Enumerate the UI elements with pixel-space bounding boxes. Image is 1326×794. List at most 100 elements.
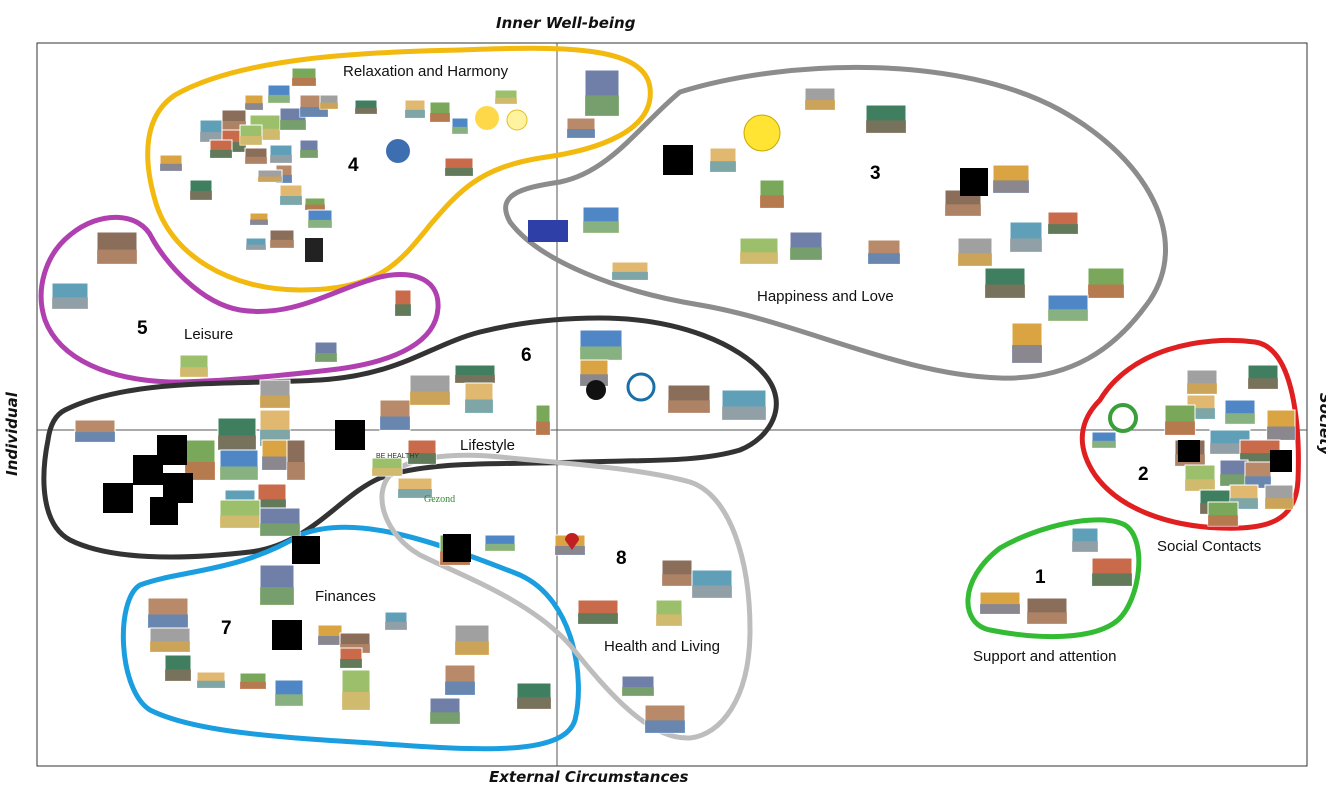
photo-thumbnail-lower [197, 680, 225, 688]
photo-thumbnail-lower [1048, 224, 1078, 234]
photo-thumbnail-lower [612, 271, 648, 280]
photo-thumbnail-lower [148, 614, 188, 628]
photo-thumbnail-lower [200, 132, 222, 142]
photo-thumbnail-lower [398, 489, 432, 498]
photo-thumbnail-lower [583, 221, 619, 233]
cluster-outline-health [379, 452, 753, 741]
photo-thumbnail-lower [1230, 498, 1258, 509]
photo-thumbnail-lower [355, 107, 377, 114]
photo-thumbnail-lower [1165, 421, 1195, 435]
cluster-number-6: 6 [521, 345, 532, 366]
photo-thumbnail-lower [75, 432, 115, 442]
cluster-outline-lifestyle [41, 315, 779, 560]
photo-thumbnail-lower [455, 374, 495, 383]
cluster-name-leisure: Leisure [184, 326, 234, 343]
photo-thumbnail-lower [760, 195, 784, 208]
photo-thumbnail-lower [668, 400, 710, 413]
people-circle-icon [1108, 403, 1138, 433]
photo-thumbnail-lower [280, 120, 306, 130]
photo-thumbnail-lower [1208, 515, 1238, 526]
cluster-name-relaxation: Relaxation and Harmony [343, 63, 509, 80]
photo-thumbnail-lower [1267, 426, 1295, 440]
photo-thumbnail-lower [662, 574, 692, 586]
photo-thumbnail-lower [1088, 284, 1124, 298]
smiley-icon [743, 114, 781, 152]
cluster-number-1: 1 [1035, 567, 1046, 588]
photo-thumbnail-lower [150, 641, 190, 652]
photo-thumbnail-lower [465, 399, 493, 413]
photo-thumbnail-lower [246, 244, 266, 250]
photo-thumbnail-lower [445, 167, 473, 176]
anchor-icon [626, 372, 656, 402]
photo-thumbnail-lower [380, 416, 410, 430]
photo-thumbnail-lower [268, 94, 290, 103]
photo-thumbnail-lower [280, 196, 302, 205]
photo-thumbnail-lower [1220, 474, 1248, 486]
black-square [150, 497, 178, 525]
photo-thumbnail-lower [1187, 408, 1215, 419]
photo-thumbnail-lower [305, 204, 325, 210]
black-square [443, 534, 471, 562]
photo-thumbnail-lower [993, 180, 1029, 193]
photo-thumbnail-lower [1027, 612, 1067, 624]
cluster-outline-leisure [38, 214, 441, 385]
cluster-number-3: 3 [870, 163, 881, 184]
photo-thumbnail-lower [372, 467, 402, 476]
axis-label-left: Individual [2, 392, 21, 476]
photo-thumbnail-lower [1210, 443, 1250, 454]
photo-thumbnail-lower [1240, 453, 1280, 464]
photo-thumbnail-lower [567, 129, 595, 138]
photo-thumbnail-lower [287, 462, 305, 480]
photo-thumbnail-lower [292, 77, 316, 86]
photo-thumbnail-lower [1048, 309, 1088, 321]
photo-thumbnail-lower [1012, 345, 1042, 363]
photo-thumbnail-lower [945, 204, 981, 216]
photo-thumbnail-lower [260, 523, 300, 536]
cluster-number-5: 5 [137, 318, 148, 339]
photo-thumbnail-lower [276, 174, 292, 183]
photo-thumbnail-lower [585, 95, 619, 116]
photo-thumbnail-lower [165, 669, 191, 681]
photo-thumbnail-lower [342, 692, 370, 710]
photo-thumbnail-lower [866, 120, 906, 133]
photo-thumbnail-lower [536, 421, 550, 435]
photo-thumbnail-lower [395, 304, 411, 316]
photo-thumbnail-lower [555, 546, 585, 555]
photo-thumbnail-lower [445, 681, 475, 695]
cluster-number-7: 7 [221, 618, 232, 639]
photo-thumbnail-lower [210, 149, 232, 158]
black-square [292, 536, 320, 564]
globe-icon [386, 139, 410, 163]
cluster-name-health: Health and Living [604, 638, 720, 655]
photo-thumbnail-lower [1245, 476, 1271, 488]
black-square [157, 435, 187, 465]
photo-thumbnail-lower [220, 466, 258, 480]
photo-thumbnail-lower [980, 604, 1020, 614]
axis-label-right: Society [1316, 392, 1326, 456]
photo-thumbnail-lower [97, 249, 137, 264]
photo-thumbnail-lower [580, 346, 622, 360]
photo-thumbnail-lower [710, 161, 736, 172]
cluster-name-social: Social Contacts [1157, 538, 1262, 555]
photo-thumbnail-lower [1248, 378, 1278, 389]
emoji-icon [475, 106, 499, 130]
photo-thumbnail-lower [240, 136, 262, 145]
photo-thumbnail-lower [1265, 498, 1293, 509]
photo-thumbnail-lower [240, 681, 266, 689]
photo-thumbnail-lower [218, 435, 256, 450]
cluster-number-8: 8 [616, 548, 627, 569]
black-square [1178, 440, 1200, 462]
photo-thumbnail-lower [250, 219, 268, 225]
photo-thumbnail-lower [622, 687, 654, 696]
photo-thumbnail-lower [408, 453, 436, 464]
photo-thumbnail-lower [300, 107, 328, 117]
photo-thumbnail-lower [430, 113, 450, 122]
figure-icon [586, 380, 606, 400]
photo-thumbnail-lower [270, 239, 294, 248]
photo-thumbnail-lower [430, 712, 460, 724]
cluster-name-happiness: Happiness and Love [757, 288, 894, 305]
cluster-name-lifestyle: Lifestyle [460, 437, 516, 454]
photo-thumbnail-lower [52, 297, 88, 309]
